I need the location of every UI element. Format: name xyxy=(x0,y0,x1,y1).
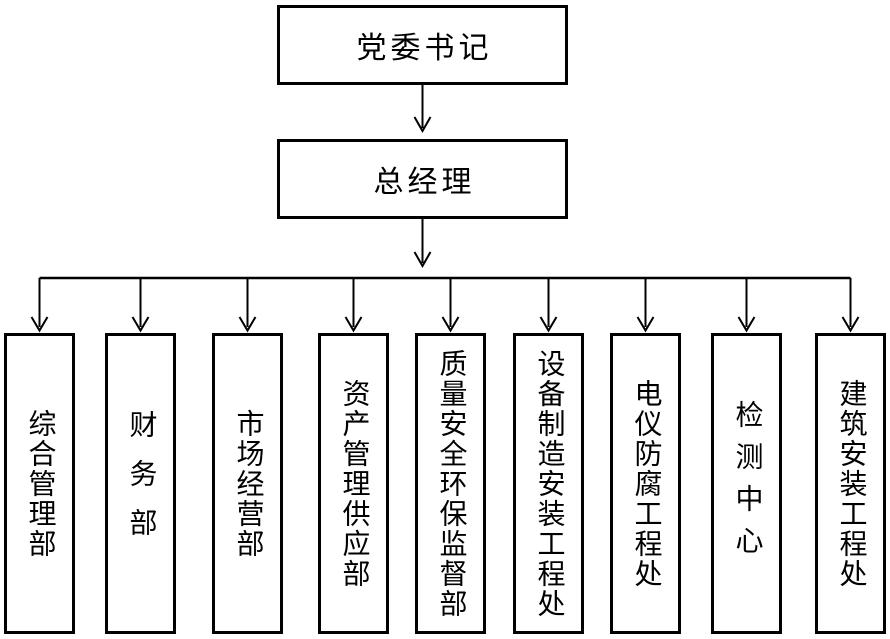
arrow-root-to-manager xyxy=(413,84,432,134)
arrow-manager-to-distributor xyxy=(413,219,432,269)
node-label: 综合管理部 xyxy=(24,408,56,559)
drop-arrow-0 xyxy=(30,278,49,333)
node-dept-electrical-instrument-anticorrosion: 电仪防腐工程处 xyxy=(610,333,681,634)
drop-arrow-2 xyxy=(238,278,257,333)
drop-arrow-5 xyxy=(539,278,558,333)
drop-arrow-4 xyxy=(441,278,460,333)
node-label: 质量安全环保监督部 xyxy=(435,348,467,619)
node-label: 总经理 xyxy=(373,166,476,199)
drop-arrow-8 xyxy=(841,278,860,333)
node-label: 建筑安装工程处 xyxy=(835,378,867,589)
node-dept-equipment-manufacturing-installation: 设备制造安装工程处 xyxy=(513,333,584,634)
node-dept-market-operations: 市场经营部 xyxy=(212,333,283,634)
drop-arrow-6 xyxy=(636,278,655,333)
node-label: 党委书记 xyxy=(356,32,493,65)
drop-arrow-7 xyxy=(737,278,756,333)
node-label: 资产管理供应部 xyxy=(338,378,370,589)
node-label: 设备制造安装工程处 xyxy=(533,348,565,619)
node-label: 市场经营部 xyxy=(232,408,264,559)
node-dept-construction-installation: 建筑安装工程处 xyxy=(815,333,886,634)
node-dept-finance: 财务部 xyxy=(105,333,176,634)
drop-arrow-3 xyxy=(344,278,363,333)
node-party-committee-secretary: 党委书记 xyxy=(277,5,568,85)
node-label: 财务部 xyxy=(125,410,157,557)
drop-arrow-1 xyxy=(131,278,150,333)
node-label: 检测中心 xyxy=(731,399,763,568)
node-general-manager: 总经理 xyxy=(277,139,568,219)
node-dept-asset-management-supply: 资产管理供应部 xyxy=(318,333,389,634)
node-label: 电仪防腐工程处 xyxy=(630,378,662,589)
node-dept-quality-safety-environment-supervision: 质量安全环保监督部 xyxy=(415,333,486,634)
node-dept-general-management: 综合管理部 xyxy=(4,333,75,634)
node-dept-testing-center: 检测中心 xyxy=(711,333,782,634)
